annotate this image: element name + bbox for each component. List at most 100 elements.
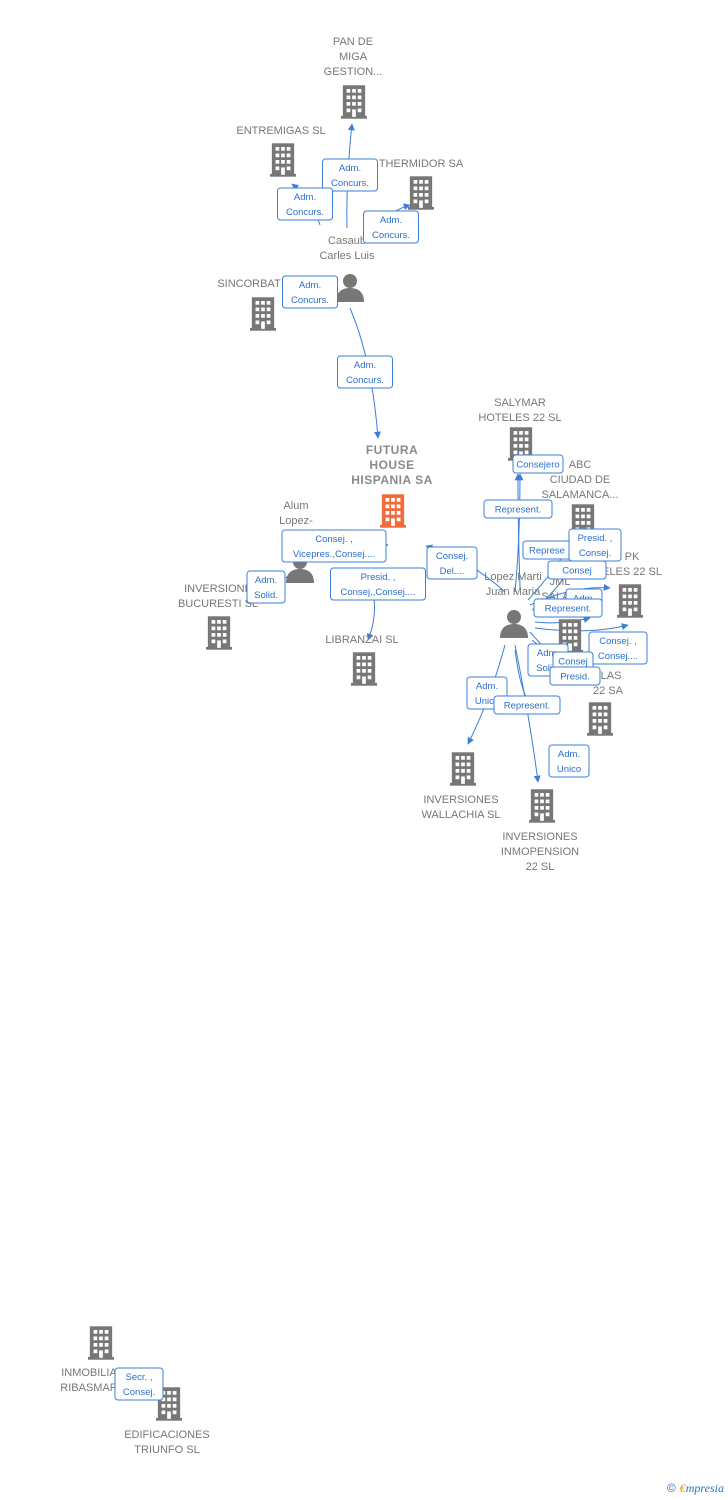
edge-label-text: Unico [557, 764, 581, 775]
edge-label-casaubon-to-sincorbat[interactable]: Adm.Concurs. [282, 275, 338, 309]
building-icon [351, 652, 377, 686]
node-label: ELES 22 SL [602, 566, 662, 578]
edge-label-box [277, 187, 333, 221]
node-label: SALYMAR [494, 397, 546, 409]
node-inmobiliaria_ribasmar[interactable]: INMOBILIA RIBASMAR [60, 1326, 118, 1394]
node-label: 22 SL [526, 861, 555, 873]
node-label: INVERSIONES [423, 794, 498, 806]
node-label: ABC [569, 459, 592, 471]
edge-label-lopez_martin-to-inversiones_inmopension[interactable]: Adm.Unico [548, 744, 590, 778]
building-icon [450, 752, 476, 786]
node-label: HOTELES 22 SL [478, 412, 561, 424]
node-label: RIBASMAR [60, 1382, 118, 1394]
edge-label-casaubon-to-thermidor[interactable]: Adm.Concurs. [363, 210, 419, 244]
edge-label-box [548, 744, 590, 778]
node-label: HOUSE [369, 458, 414, 472]
footer-brand[interactable]: ©€mpresia [667, 1481, 724, 1496]
edge-label-text: Consej. [436, 551, 468, 562]
node-label: WALLACHIA SL [421, 809, 500, 821]
building-icon [408, 176, 434, 210]
node-label: PAN DE [333, 36, 373, 48]
building-icon [88, 1326, 114, 1360]
edge-line-lopez_martin-to-llas [534, 623, 629, 632]
building-icon [250, 297, 276, 331]
edge-label-alum-to-futura_house[interactable]: Consej. ,Vicepres.,Consej.... [281, 529, 387, 563]
node-label: INVERSIONE [184, 583, 252, 595]
node-label: THERMIDOR SA [379, 158, 464, 170]
node-label: Casaub [328, 235, 366, 247]
edge-label-box [363, 210, 419, 244]
edge-line-lopez_martin-to-inversiones_inmopension [514, 644, 541, 783]
edge-label-text: Adm. [537, 648, 559, 659]
node-label: EDIFICACIONES [124, 1429, 210, 1441]
edge-label-box [512, 454, 564, 474]
node-salymar[interactable]: SALYMAR HOTELES 22 SL [478, 397, 562, 461]
node-entremigas[interactable]: ENTREMIGAS SL [236, 125, 326, 177]
edge-label-inmobiliaria_ribasmar-to-edificaciones_triunfo[interactable]: Secr. ,Consej. [114, 1367, 164, 1401]
node-label: TRIUNFO SL [134, 1444, 199, 1456]
edge-label-box [549, 666, 601, 686]
node-label: Lopez Marti [484, 571, 541, 583]
building-icon [380, 494, 406, 528]
node-pan_de_miga[interactable]: PAN DE MIGA GESTION... [324, 36, 383, 119]
edge-label-lopez_martin-to-pk_hoteles[interactable]: Presid. ,Consej. [568, 528, 622, 562]
node-inversiones_wallachia[interactable]: INVERSIONES WALLACHIA SL [421, 752, 501, 821]
edge-label-casaubon-to-pan_de_miga[interactable]: Adm.Concurs. [322, 158, 378, 192]
edge-label-casaubon-to-futura_house[interactable]: Adm.Concurs. [337, 355, 393, 389]
node-label: CIUDAD DE [550, 474, 611, 486]
edge-label-lopez_martin-to-jml_salam[interactable]: Represent. [533, 598, 603, 618]
edge-label-lopez_martin-to-abc_salamanca[interactable]: Consej [547, 560, 607, 580]
edge-label-box [483, 499, 553, 519]
edge-label-lopez_martin-to-llas[interactable]: Presid. [549, 666, 601, 686]
edge-label-box [493, 695, 561, 715]
edge-label-text: Unico [475, 696, 499, 707]
edge-label-text: Adm. [299, 280, 321, 291]
edge-label-text: Solid. [254, 590, 278, 601]
node-libranzai[interactable]: LIBRANZAI SL [325, 634, 399, 686]
node-label: SINCORBAT [217, 278, 281, 290]
node-label: MIGA [339, 51, 368, 63]
edge-label-lopez_martin-to-salymar[interactable]: Represent. [483, 499, 553, 519]
edge-label-alum-to-libranzai[interactable]: Presid. ,Consej.,Consej.... [330, 567, 426, 601]
edge-label-lopez_martin-to-llas[interactable]: Consej. ,Consej.... [588, 631, 648, 665]
edge-label-lopez_martin-to-abc_salamanca[interactable]: Represe [522, 540, 572, 560]
edge-label-text: Adm. [354, 360, 376, 371]
node-label: LIBRANZAI SL [325, 634, 398, 646]
person-icon [336, 274, 364, 302]
building-icon [341, 85, 367, 119]
node-sincorbat[interactable]: SINCORBAT [217, 278, 281, 331]
edge-label-box [246, 570, 286, 604]
edge-label-lopez_martin-to-salymar[interactable]: Consejero [512, 454, 564, 474]
node-edificaciones_triunfo[interactable]: EDIFICACIONES TRIUNFO SL [124, 1387, 210, 1456]
edge-label-lopez_martin-to-futura_house[interactable]: Consej.Del.... [426, 546, 478, 580]
edge-label-box [588, 631, 648, 665]
edge-label-text: Concurs. [331, 178, 369, 189]
edge-label-box [426, 546, 478, 580]
node-label: Lopez- [279, 515, 313, 527]
brand-logo: €mpresia [679, 1481, 724, 1495]
edge-labels-layer: Adm.Concurs.Adm.Concurs.Adm.Concurs.Adm.… [114, 158, 648, 1401]
node-label: GESTION... [324, 66, 383, 78]
edge-line-lopez_martin-to-salymar [514, 473, 524, 593]
edge-label-text: Secr. , [126, 1372, 153, 1383]
edge-label-alum-to-inversiones_bucuresti[interactable]: Adm. Solid. [246, 570, 286, 604]
edge-label-casaubon-to-entremigas[interactable]: Adm.Concurs. [277, 187, 333, 221]
building-icon [529, 789, 555, 823]
edge-label-text: Presid. , [361, 572, 396, 583]
node-label: INMOBILIA [61, 1367, 117, 1379]
building-icon [617, 584, 643, 618]
node-label: 22 SA [593, 685, 624, 697]
edge-label-lopez_martin-to-jml_salam[interactable]: Consej [552, 651, 594, 671]
edge-label-lopez_martin-to-llas[interactable]: Represent. [493, 695, 561, 715]
node-thermidor[interactable]: THERMIDOR SA [379, 158, 464, 210]
edge-label-text: Adm. [294, 192, 316, 203]
edge-label-text: Adm. [255, 575, 277, 586]
